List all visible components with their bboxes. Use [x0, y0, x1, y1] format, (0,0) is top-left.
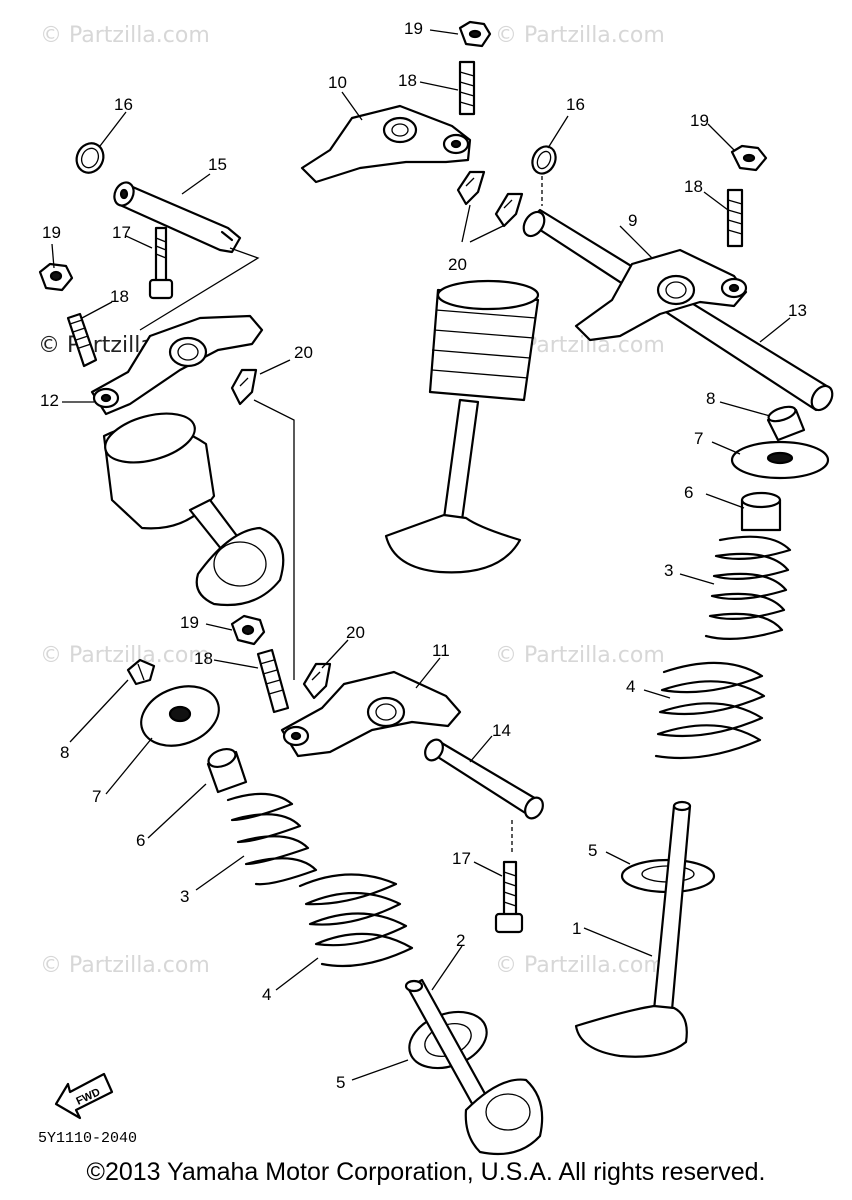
callout-19: 19	[690, 111, 709, 130]
callout-19: 19	[404, 19, 423, 38]
valve-center	[384, 279, 540, 574]
callout-20: 20	[448, 255, 467, 274]
valve-left	[102, 412, 285, 606]
watermark: © Partzilla.com	[495, 23, 665, 48]
callout-8: 8	[706, 389, 715, 408]
retainer-7-right	[730, 440, 830, 480]
watermarks: © Partzilla.com © Partzilla.com © Partzi…	[38, 23, 665, 978]
spring-3-right	[704, 535, 792, 640]
nut-19-top	[458, 20, 492, 48]
copyright-notice: ©2013 Yamaha Motor Corporation, U.S.A. A…	[86, 1158, 766, 1186]
spring-4-left	[298, 873, 414, 968]
retainer-7-left	[140, 685, 220, 747]
callout-19: 19	[180, 613, 199, 632]
keeper-8-left	[126, 658, 156, 686]
bolt-17-bottom	[494, 860, 524, 934]
keeper-8-right	[766, 405, 806, 442]
callout-18: 18	[684, 177, 703, 196]
valve-2	[404, 978, 544, 1156]
callout-7: 7	[694, 429, 703, 448]
rocker-arm-11	[280, 670, 462, 758]
callout-1: 1	[572, 919, 581, 938]
rocker-arm-10	[300, 104, 472, 184]
washer-20-b	[494, 192, 524, 228]
callout-9: 9	[628, 211, 637, 230]
spring-4-right	[654, 661, 766, 760]
callout-11: 11	[432, 641, 450, 660]
watermark: © Partzilla.com	[40, 953, 210, 978]
stud-18-bottom	[256, 648, 290, 714]
nut-19-right	[730, 144, 768, 172]
callout-4: 4	[626, 677, 635, 696]
part-code: 5Y1110-2040	[38, 1130, 137, 1147]
callout-16: 16	[566, 95, 585, 114]
leader-20-vertical	[253, 399, 295, 680]
seal-6-left	[206, 747, 248, 794]
callouts: 19 16 10 18 16 19 15 17 19 18 18 9 20 13…	[40, 19, 807, 1092]
callout-19: 19	[42, 223, 61, 242]
callout-6: 6	[684, 483, 693, 502]
washer-20-a	[456, 170, 486, 206]
bracket-line	[139, 247, 260, 331]
callout-14: 14	[492, 721, 511, 740]
washer-20-bottom	[302, 662, 332, 700]
rocker-shaft-15	[113, 181, 242, 254]
callout-7: 7	[92, 787, 101, 806]
leader-20-top	[461, 204, 506, 243]
seal-6-right	[740, 491, 782, 532]
callout-18: 18	[194, 649, 213, 668]
callout-20: 20	[346, 623, 365, 642]
callout-20: 20	[294, 343, 313, 362]
callout-4: 4	[262, 985, 271, 1004]
callout-16: 16	[114, 95, 133, 114]
stud-18-right	[726, 188, 744, 248]
callout-3: 3	[664, 561, 673, 580]
callout-13: 13	[788, 301, 807, 320]
stud-18-left	[66, 312, 98, 368]
spring-3-left	[226, 792, 318, 886]
callout-2: 2	[456, 931, 465, 950]
callout-17: 17	[112, 223, 131, 242]
callout-3: 3	[180, 887, 189, 906]
watermark: © Partzilla.com	[495, 643, 665, 668]
washer-20-left	[230, 368, 258, 406]
rocker-arm-9	[574, 248, 748, 342]
callout-17: 17	[452, 849, 471, 868]
callout-6: 6	[136, 831, 145, 850]
rocker-shaft-14	[424, 738, 544, 820]
bolt-17-top	[148, 226, 174, 300]
watermark: © Partzilla.com	[40, 23, 210, 48]
callout-18: 18	[110, 287, 129, 306]
watermark: © Partzilla.com	[495, 953, 665, 978]
callout-8: 8	[60, 743, 69, 762]
stud-18-top	[458, 60, 476, 116]
callout-12: 12	[40, 391, 59, 410]
callout-15: 15	[208, 155, 227, 174]
valve-1	[574, 800, 692, 1058]
o-ring-16-left	[75, 142, 105, 174]
callout-5: 5	[588, 841, 597, 860]
rocker-shaft-13	[522, 208, 834, 412]
o-ring-16-right	[531, 145, 557, 175]
nut-19-bottom	[230, 614, 266, 646]
fwd-arrow: FWD	[54, 1072, 114, 1120]
rocker-arm-12	[90, 314, 264, 416]
watermark: © Partzilla.com	[40, 643, 210, 668]
nut-19-left	[38, 262, 74, 292]
callout-18: 18	[398, 71, 417, 90]
leader-lines	[51, 29, 791, 1081]
callout-10: 10	[328, 73, 347, 92]
callout-5: 5	[336, 1073, 345, 1092]
